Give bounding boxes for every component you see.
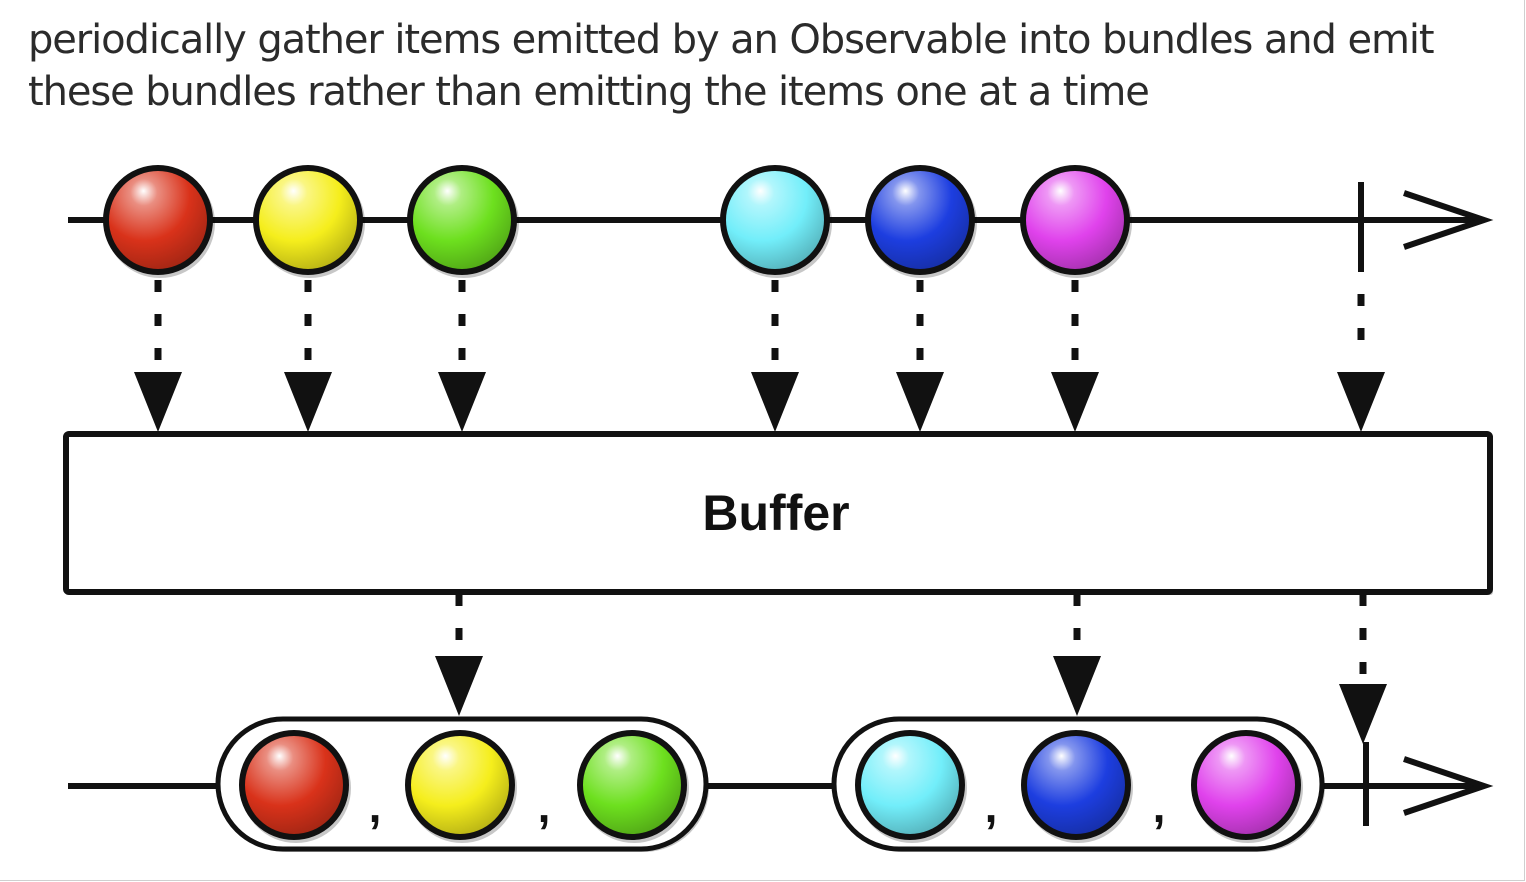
output-arrow (435, 594, 483, 716)
input-arrow (284, 280, 332, 432)
input-marble-magenta (1020, 165, 1132, 278)
output-arrows (435, 594, 1387, 744)
caption-text: periodically gather items emitted by an … (28, 17, 1435, 115)
bundle-separator: , (369, 780, 382, 832)
bundle-separator: , (538, 780, 551, 832)
input-marble-cyan (720, 165, 832, 278)
input-arrow (1051, 280, 1099, 432)
output-bundle: ,, (831, 716, 1325, 852)
operator-box: Buffer (63, 431, 1493, 595)
bundle-separator: , (1153, 780, 1166, 832)
input-arrow (438, 280, 486, 432)
input-arrow (751, 280, 799, 432)
input-marble-red (103, 165, 215, 278)
input-marble-yellow (253, 165, 365, 278)
output-marble-magenta (1191, 730, 1303, 843)
output-timeline-arrowhead (1403, 756, 1494, 816)
input-arrow (896, 280, 944, 432)
input-marble-blue (865, 165, 977, 278)
output-marble-cyan (855, 730, 967, 843)
input-arrow (134, 280, 182, 432)
output-completion-arrow (1339, 594, 1387, 744)
output-arrow (1053, 594, 1101, 716)
output-marble-yellow (405, 730, 517, 843)
bundle-separator: , (985, 780, 998, 832)
input-completion-arrow (1337, 294, 1385, 432)
output-bundles: ,,,, (215, 716, 1325, 852)
output-marble-green (577, 730, 689, 843)
output-marble-red (239, 730, 351, 843)
input-marble-green (407, 165, 519, 278)
operator-label: Buffer (702, 485, 849, 541)
input-timeline-arrowhead (1403, 190, 1494, 250)
output-marble-blue (1021, 730, 1133, 843)
output-bundle: ,, (215, 716, 709, 852)
input-arrows (134, 280, 1385, 432)
input-marbles (103, 165, 1132, 278)
